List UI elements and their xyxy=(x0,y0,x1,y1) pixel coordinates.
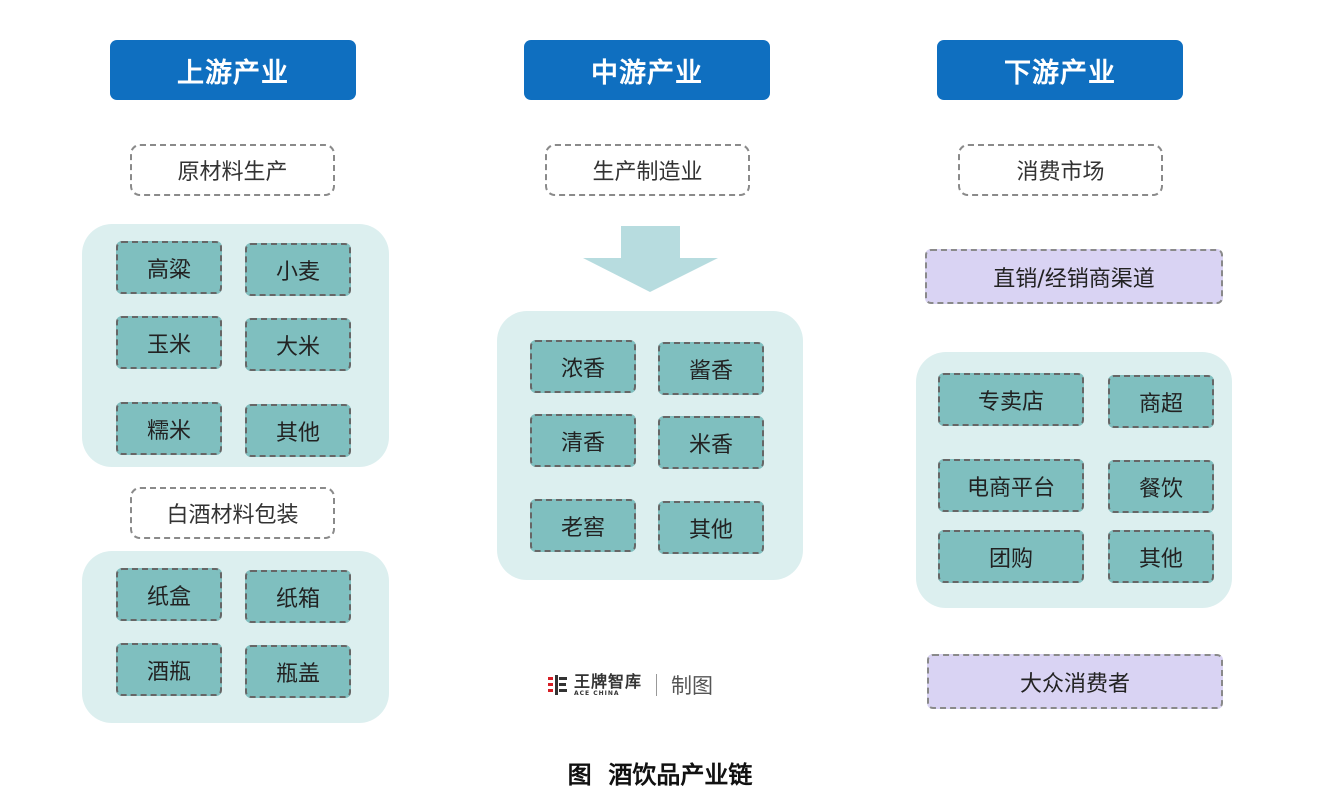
consumer-box: 大众消费者 xyxy=(927,654,1223,709)
consumer-market-label: 消费市场 xyxy=(958,144,1163,196)
chip-wheat: 小麦 xyxy=(245,243,351,296)
manufacturing-label: 生产制造业 xyxy=(545,144,750,196)
chip-rice-aroma: 米香 xyxy=(658,416,764,469)
chip-group-buy: 团购 xyxy=(938,530,1084,583)
chip-catering: 餐饮 xyxy=(1108,460,1214,513)
logo-name-cn: 王牌智库 xyxy=(574,671,643,691)
chip-light-aroma: 清香 xyxy=(530,414,636,467)
ace-china-logo: 王牌智库 ACE CHINA 制图 xyxy=(548,668,713,702)
logo-separator xyxy=(656,674,658,696)
chip-aroma-other: 其他 xyxy=(658,501,764,554)
down-arrow-icon xyxy=(583,226,718,292)
midstream-header: 中游产业 xyxy=(524,40,770,100)
chip-supermarket: 商超 xyxy=(1108,375,1214,428)
chip-raw-other: 其他 xyxy=(245,404,351,457)
chip-old-cellar: 老窖 xyxy=(530,499,636,552)
ace-china-logo-icon xyxy=(548,675,567,695)
chip-strong-aroma: 浓香 xyxy=(530,340,636,393)
logo-name-en: ACE CHINA xyxy=(574,689,620,697)
chip-cap: 瓶盖 xyxy=(245,645,351,698)
chip-carton: 纸盒 xyxy=(116,568,222,621)
raw-material-label: 原材料生产 xyxy=(130,144,335,196)
logo-made-by: 制图 xyxy=(671,674,714,698)
chip-rice: 大米 xyxy=(245,318,351,371)
chip-retail-other: 其他 xyxy=(1108,530,1214,583)
chip-box: 纸箱 xyxy=(245,570,351,623)
chip-bottle: 酒瓶 xyxy=(116,643,222,696)
packaging-label: 白酒材料包装 xyxy=(130,487,335,539)
downstream-header: 下游产业 xyxy=(937,40,1183,100)
chip-glutinous-rice: 糯米 xyxy=(116,402,222,455)
chip-sauce-aroma: 酱香 xyxy=(658,342,764,395)
chip-sorghum: 高粱 xyxy=(116,241,222,294)
channel-box: 直销/经销商渠道 xyxy=(925,249,1223,304)
chip-ecommerce: 电商平台 xyxy=(938,459,1084,512)
chip-specialty-store: 专卖店 xyxy=(938,373,1084,426)
chip-corn: 玉米 xyxy=(116,316,222,369)
figure-caption: 图 酒饮品产业链 xyxy=(567,759,753,789)
upstream-header: 上游产业 xyxy=(110,40,356,100)
